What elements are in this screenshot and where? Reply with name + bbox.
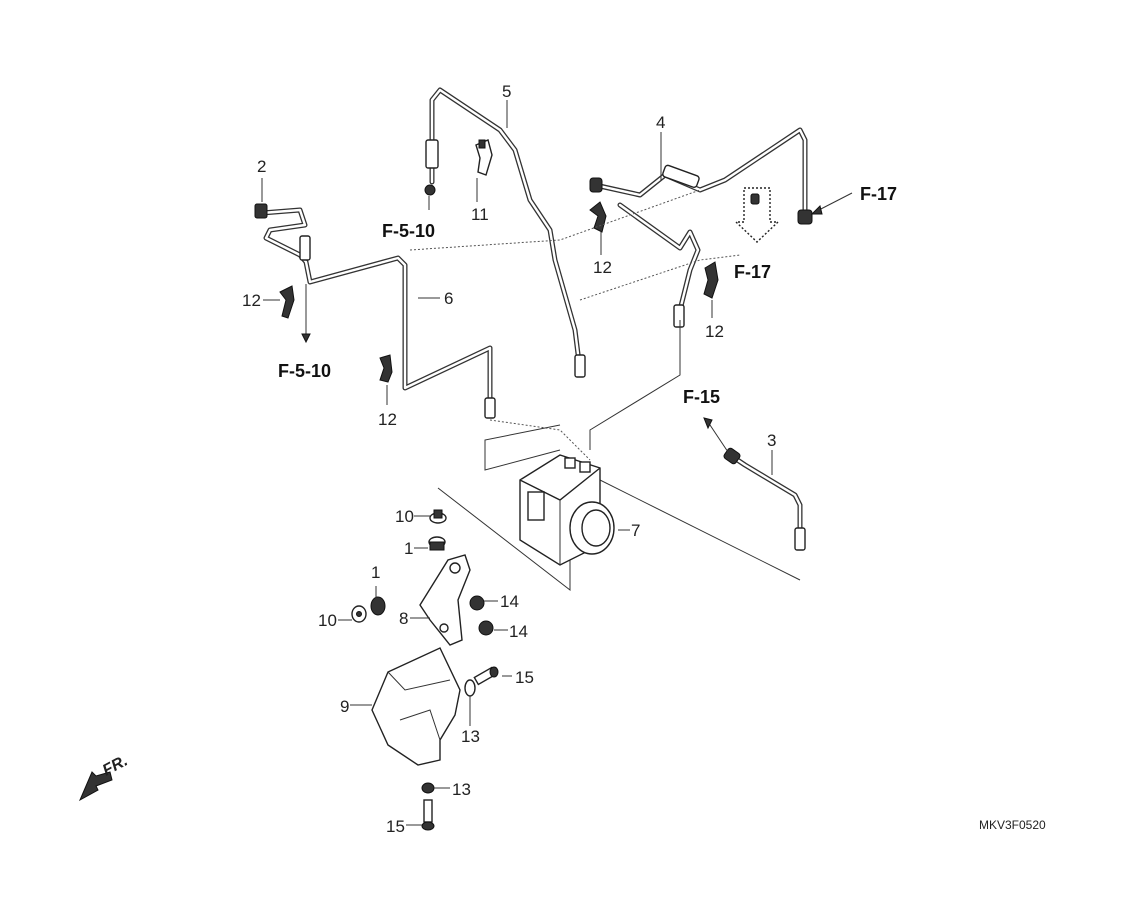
label-part-10-lower: 10 [318,611,337,630]
label-part-12-right: 12 [705,322,724,341]
collar-10-upper [429,509,447,524]
label-part-5: 5 [502,82,511,101]
label-part-2: 2 [257,157,266,176]
label-part-4: 4 [656,113,665,132]
bolt-15-lower [421,799,435,831]
nut-14-lower [478,620,494,636]
leader-lines [261,100,773,826]
label-part-1-upper: 1 [404,539,413,558]
label-part-15-upper: 15 [515,668,534,687]
grommet-1-lower [370,596,386,616]
washer-13-lower [421,782,435,794]
label-part-13-lower: 13 [452,780,471,799]
clamp-12-upper [589,201,607,233]
mounting-lines [409,189,801,592]
drawing-code: MKV3F0520 [979,818,1046,832]
label-part-9: 9 [340,697,349,716]
arrow-f-5-10-left [301,284,311,344]
label-part-3: 3 [767,431,776,450]
ref-f-17-right: F-17 [860,184,897,204]
label-part-12-left: 12 [242,291,261,310]
label-part-1-lower: 1 [371,563,380,582]
label-part-14-lower: 14 [509,622,528,641]
collar-10-lower [351,605,367,623]
clamp-12-left [279,285,295,319]
bolt-15-upper [473,666,499,686]
ref-f-5-10-top: F-5-10 [382,221,435,241]
label-part-12-upper: 12 [593,258,612,277]
ref-f-5-10-left: F-5-10 [278,361,331,381]
front-direction-arrow: FR. [78,752,131,802]
label-part-8: 8 [399,609,408,628]
label-part-12-center: 12 [378,410,397,429]
bracket-8 [419,554,471,646]
ref-f-17-down: F-17 [734,262,771,282]
ref-f-15: F-15 [683,387,720,407]
brake-pipe-3 [723,447,806,551]
label-part-7: 7 [631,521,640,540]
abs-modulator-7 [519,454,630,566]
nut-14-upper [469,595,485,611]
label-part-13-upper: 13 [461,727,480,746]
brake-pipe-6 [254,203,496,419]
clamp-12-center [379,354,393,383]
grommet-1-upper [428,536,446,551]
label-part-6: 6 [444,289,453,308]
label-part-15-lower: 15 [386,817,405,836]
brake-pipe-5 [424,87,586,378]
arrow-f-17-right [810,192,853,215]
brake-pipe-4 [589,127,813,328]
bracket-11 [475,139,493,176]
cover-9 [371,647,461,766]
arrow-f-15 [703,417,729,453]
label-part-11: 11 [471,205,489,224]
clamp-12-right [703,261,719,299]
label-part-14-upper: 14 [500,592,519,611]
arrow-f-17-down [734,187,780,243]
label-part-10-upper: 10 [395,507,414,526]
washer-13-upper [464,679,476,697]
